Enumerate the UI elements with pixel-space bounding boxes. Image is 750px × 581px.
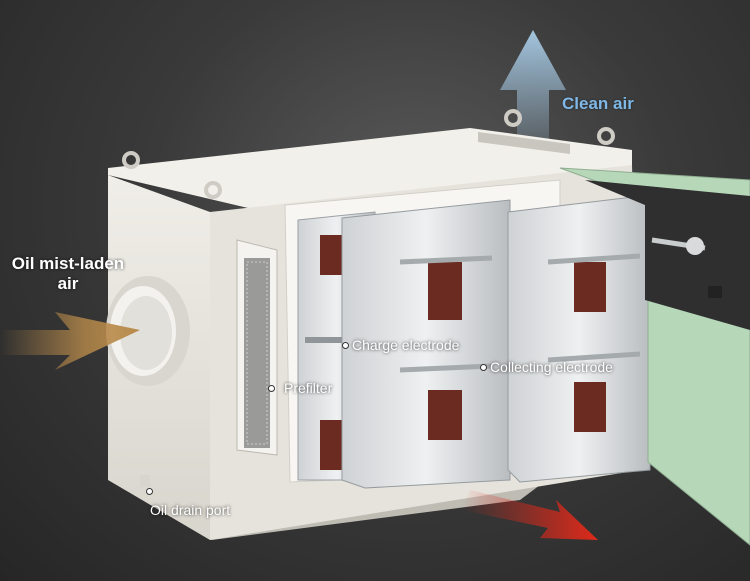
charge-electrode-label: Charge electrode [352, 337, 459, 353]
drain-port [140, 475, 150, 487]
drain-port-label: Oil drain port [150, 502, 230, 518]
drain-port-marker [146, 488, 153, 495]
prefilter-module [237, 240, 277, 455]
inlet-air-label: Oil mist-laden air [8, 254, 128, 294]
charge-electrode-marker [342, 342, 349, 349]
outlet-arrow [462, 490, 598, 540]
prefilter-marker [268, 385, 275, 392]
collecting-electrode-module-2 [508, 195, 650, 482]
collecting-electrode-label: Collecting electrode [490, 359, 613, 375]
clean-air-label: Clean air [562, 94, 634, 114]
collecting-electrode-marker [480, 364, 487, 371]
prefilter-label: Prefilter [284, 380, 332, 396]
